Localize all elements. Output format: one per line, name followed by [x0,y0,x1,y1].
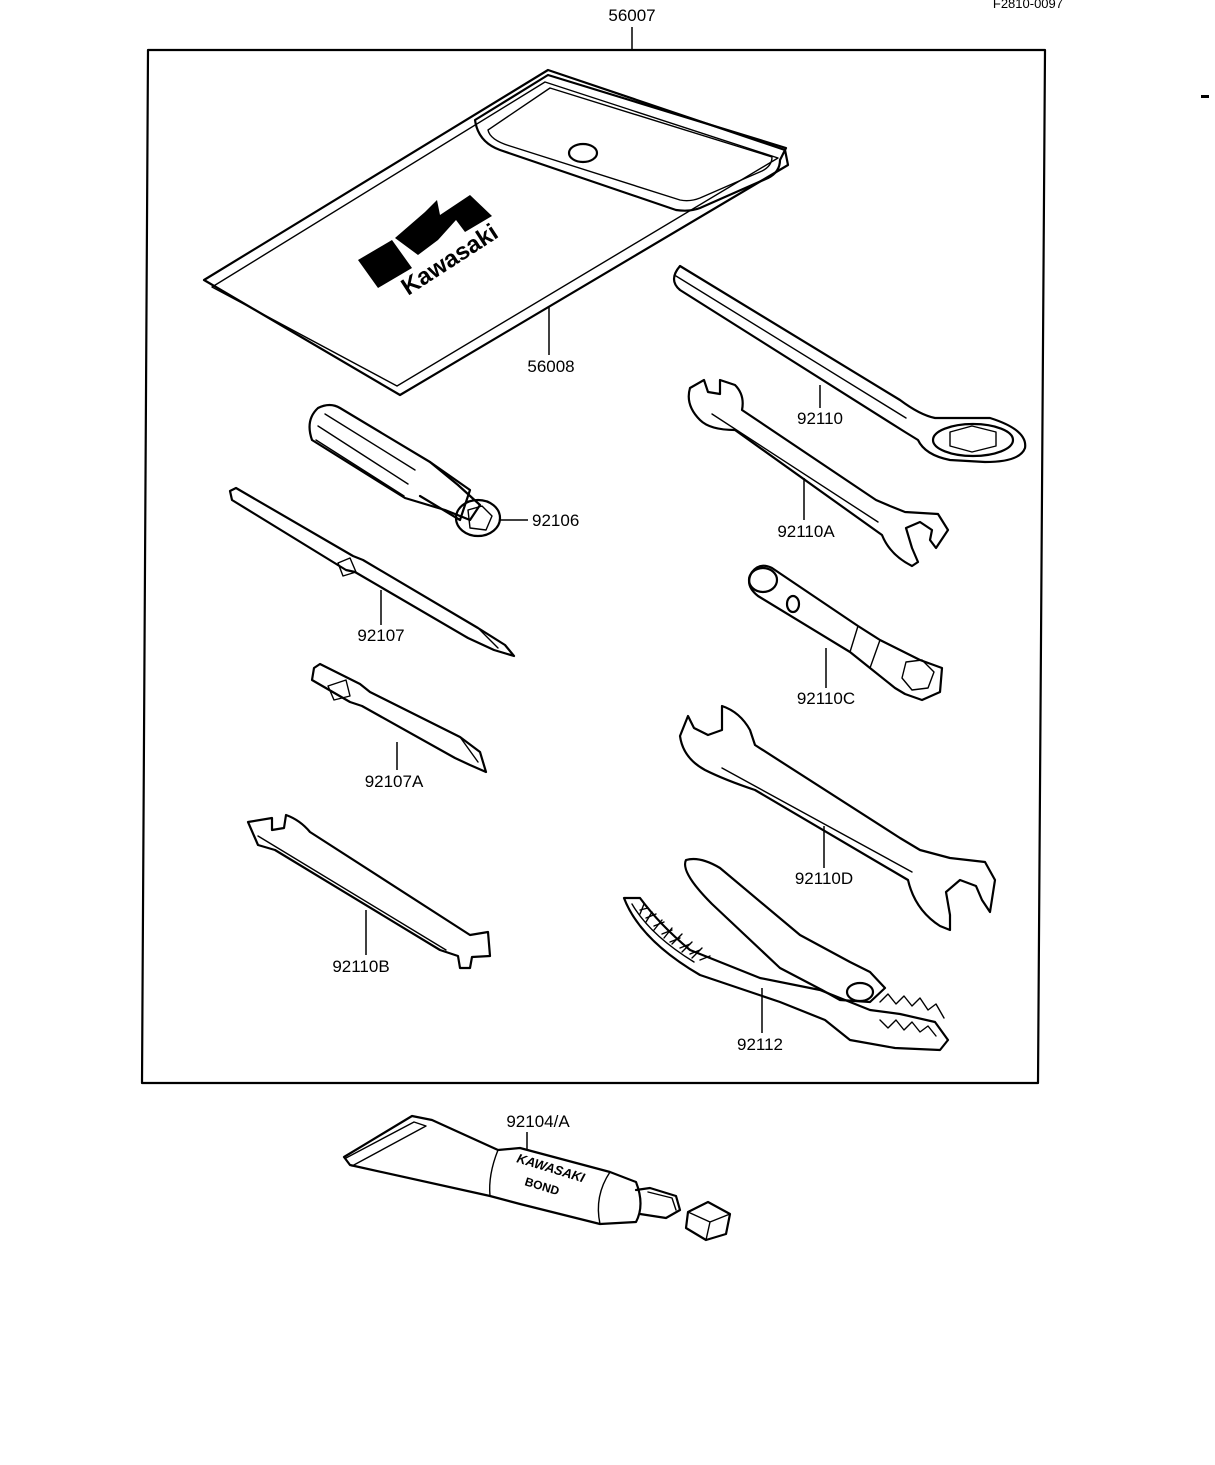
bit-short-part-number-label: 92107A [365,772,424,791]
box-wrench [672,264,1027,464]
tool-pouch: Kawasaki [202,68,790,397]
spark-plug-wrench [747,564,944,702]
screwdriver-handle [308,403,502,538]
kit-part-number-label: 56007 [608,6,655,25]
tool-kit-frame [140,48,1047,1085]
margin-mark [1201,95,1209,98]
screwdriver-bit-long [228,486,516,658]
open-wrench-small [687,378,950,568]
kawasaki-bond-tube: KAWASAKI BOND [342,1114,682,1226]
open-wrench-large [678,704,997,932]
kawasaki-logo: Kawasaki [358,195,503,301]
pliers [622,857,950,1052]
spark-plug-wrench-part-number-label: 92110C [797,689,855,708]
open-wrench-large-part-number-label: 92110D [795,869,853,888]
screwdriver-bit-short [310,662,488,774]
reference-code: F2810-0097 [993,0,1063,11]
box-wrench-part-number-label: 92110 [797,409,843,428]
bond-tube-text-line2: BOND [523,1174,561,1198]
bond-part-number-label: 92104/A [506,1112,570,1131]
handle-part-number-label: 92106 [532,511,579,530]
pouch-part-number-label: 56008 [527,357,574,376]
spoke-wrench-part-number-label: 92110B [332,957,389,976]
pliers-part-number-label: 92112 [737,1035,783,1054]
bond-tube-cap [684,1200,732,1242]
spoke-wrench [246,813,492,970]
open-wrench-small-part-number-label: 92110A [777,522,835,541]
bit-long-part-number-label: 92107 [357,626,404,645]
